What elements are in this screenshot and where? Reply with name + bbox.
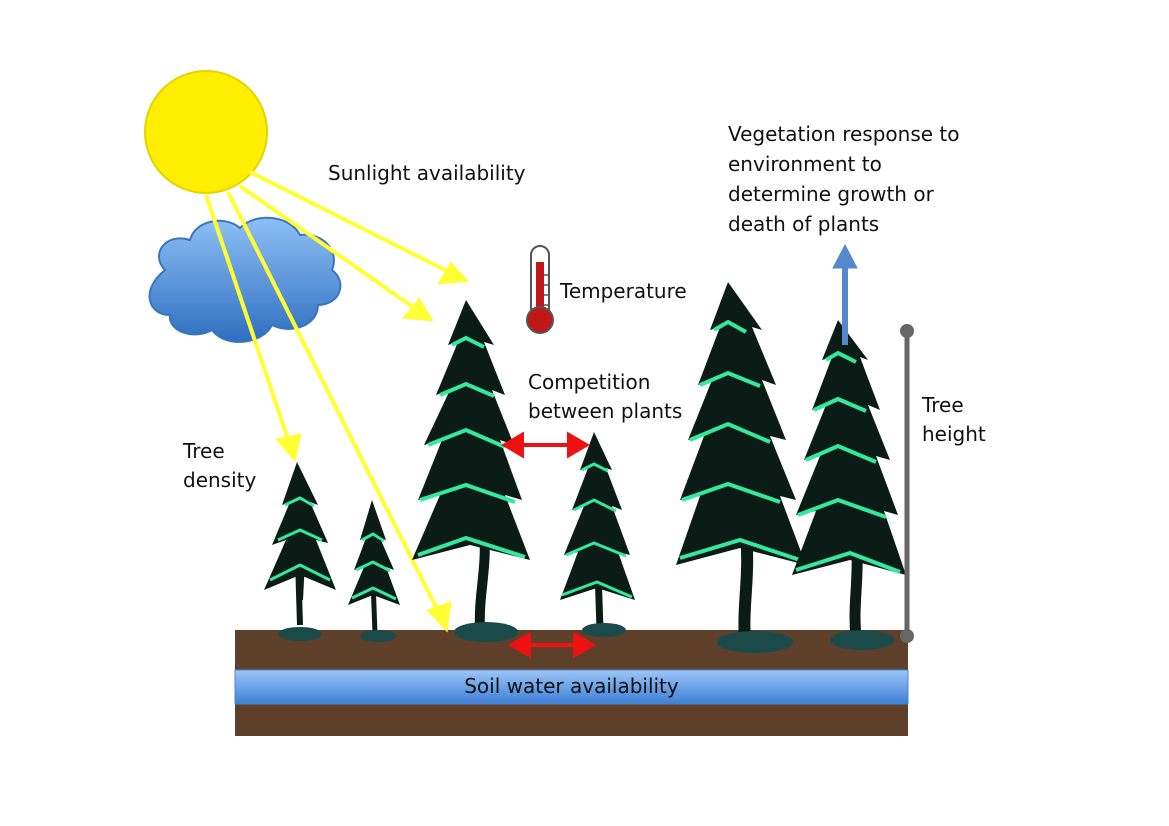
tree-small-2 xyxy=(348,500,400,642)
tree-density-line-1: Tree xyxy=(183,439,225,463)
soil-water-label: Soil water availability xyxy=(464,674,679,698)
thermometer-icon xyxy=(526,245,554,334)
vegetation-line-2: environment to xyxy=(728,152,882,176)
vegetation-response-label: Vegetation response to environment to de… xyxy=(728,119,959,239)
competition-arrow-top xyxy=(501,431,590,459)
competition-arrow-roots xyxy=(508,631,596,659)
vegetation-line-4: death of plants xyxy=(728,212,880,236)
tree-height-label: Tree height xyxy=(922,391,986,449)
tree-tall-3 xyxy=(792,320,906,650)
vegetation-line-3: determine growth or xyxy=(728,182,934,206)
soil-water-band xyxy=(234,669,909,705)
tree-medium-1 xyxy=(560,432,635,637)
competition-line-2: between plants xyxy=(528,399,683,423)
vegetation-response-arrow xyxy=(832,243,858,345)
tree-tall-2 xyxy=(676,282,806,653)
tree-height-line-2: height xyxy=(922,422,986,446)
tree-tall-1 xyxy=(412,300,530,642)
competition-label: Competition between plants xyxy=(528,368,682,426)
cloud-icon xyxy=(148,216,342,343)
sunlight-text: Sunlight availability xyxy=(328,161,526,185)
tree-density-line-2: density xyxy=(183,468,257,492)
competition-line-1: Competition xyxy=(528,370,651,394)
temperature-label: Temperature xyxy=(560,277,687,306)
tree-height-bar xyxy=(900,324,914,643)
sun-rays xyxy=(204,170,470,633)
tree-height-line-1: Tree xyxy=(922,393,964,417)
sun-icon xyxy=(144,70,268,194)
temperature-text: Temperature xyxy=(560,279,687,303)
sunlight-label: Sunlight availability xyxy=(328,159,526,188)
vegetation-line-1: Vegetation response to xyxy=(728,122,960,146)
tree-small-1 xyxy=(264,462,336,641)
tree-density-label: Tree density xyxy=(183,437,256,495)
